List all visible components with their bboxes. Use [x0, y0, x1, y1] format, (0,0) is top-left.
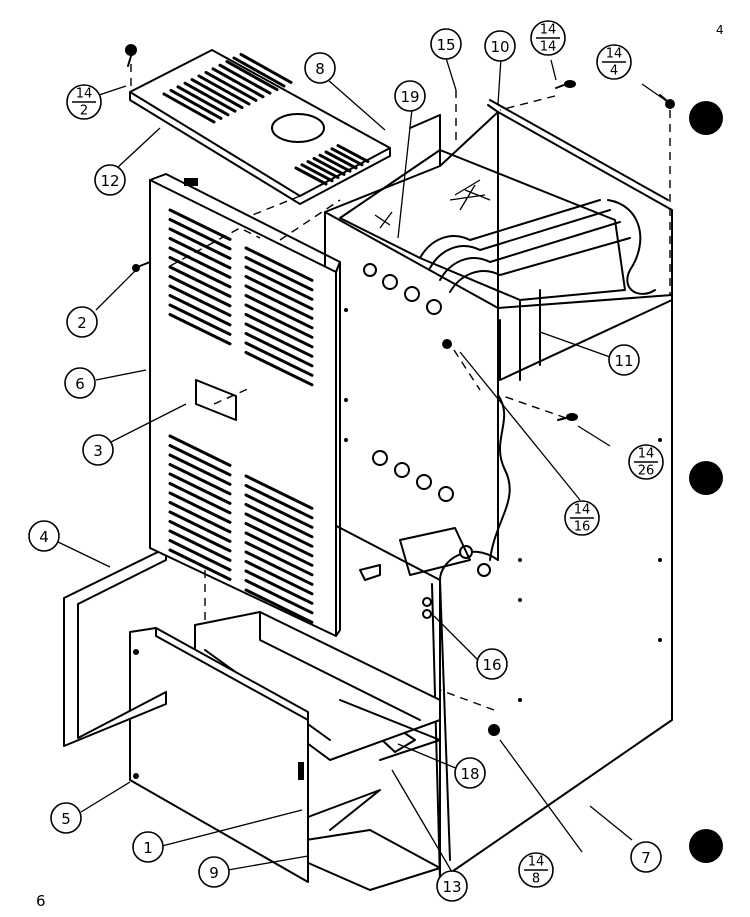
svg-text:4: 4 [610, 64, 618, 79]
svg-text:6: 6 [75, 375, 85, 393]
callout-4: 4 [28, 520, 60, 552]
corner-mark: 4 [716, 23, 724, 37]
callout-2: 2 [66, 306, 98, 338]
svg-text:12: 12 [100, 172, 119, 190]
svg-text:18: 18 [460, 765, 479, 783]
svg-text:14: 14 [606, 47, 623, 62]
callout-13: 13 [436, 870, 468, 902]
svg-text:2: 2 [80, 104, 88, 119]
callout-12: 12 [94, 164, 126, 196]
callout-15: 15 [430, 28, 462, 60]
cabinet-body [324, 99, 673, 881]
screw-left-icon [132, 261, 151, 272]
page-number: 6 [36, 892, 46, 910]
screws [125, 44, 675, 736]
svg-text:10: 10 [490, 38, 509, 56]
svg-text:14: 14 [540, 23, 557, 38]
screw-bottom-icon [488, 724, 500, 736]
svg-text:26: 26 [638, 464, 655, 479]
screw-top-left-icon [125, 44, 137, 67]
svg-text:14: 14 [638, 447, 655, 462]
fraction-callout-14-4: 144 [596, 44, 632, 80]
screw-right-icon [557, 413, 578, 421]
svg-text:14: 14 [76, 87, 93, 102]
top-cover [129, 49, 391, 205]
upper-louvered-door [149, 173, 341, 637]
svg-text:14: 14 [540, 40, 557, 55]
callout-8: 8 [304, 52, 336, 84]
leader-lines [55, 57, 669, 873]
callout-18: 18 [454, 757, 486, 789]
svg-text:8: 8 [315, 60, 325, 78]
svg-text:16: 16 [482, 656, 501, 674]
screw-top-center-icon [555, 80, 576, 89]
svg-text:4: 4 [39, 528, 49, 546]
binder-hole-middle [689, 461, 723, 495]
lower-door-panel [129, 627, 309, 883]
fraction-callout-14-2: 142 [66, 84, 102, 120]
svg-text:2: 2 [77, 314, 87, 332]
port-holes [363, 263, 491, 577]
callout-16: 16 [476, 648, 508, 680]
svg-text:1: 1 [143, 839, 153, 857]
base-pan [194, 611, 441, 891]
callout-7: 7 [630, 841, 662, 873]
svg-text:13: 13 [442, 878, 461, 896]
binder-hole-bottom [689, 829, 723, 863]
callout-11: 11 [608, 344, 640, 376]
svg-text:3: 3 [93, 442, 103, 460]
svg-text:19: 19 [400, 88, 419, 106]
heat-exchanger-assembly [339, 149, 673, 381]
callout-19: 19 [394, 80, 426, 112]
svg-text:9: 9 [209, 864, 219, 882]
svg-text:14: 14 [574, 503, 591, 518]
callout-10: 10 [484, 30, 516, 62]
callout-1: 1 [132, 831, 164, 863]
svg-text:15: 15 [436, 36, 455, 54]
callout-9: 9 [198, 856, 230, 888]
alignment-lines [130, 64, 671, 711]
callout-6: 6 [64, 367, 96, 399]
svg-text:8: 8 [532, 872, 540, 887]
fraction-callout-14-8: 148 [518, 852, 554, 888]
callout-3: 3 [82, 434, 114, 466]
svg-text:7: 7 [641, 849, 651, 867]
callout-5: 5 [50, 802, 82, 834]
svg-text:16: 16 [574, 520, 591, 535]
screw-mid-icon [442, 339, 452, 349]
svg-text:14: 14 [528, 855, 545, 870]
binder-hole-top [689, 101, 723, 135]
svg-text:11: 11 [614, 352, 633, 370]
svg-text:5: 5 [61, 810, 71, 828]
